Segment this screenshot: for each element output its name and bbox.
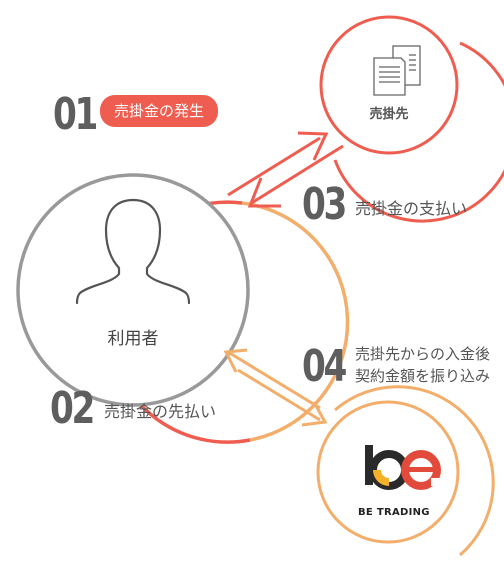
user-node-ring-orange bbox=[241, 201, 350, 442]
step-03-text: 売掛金の支払い bbox=[355, 199, 468, 218]
user-node-label: 利用者 bbox=[107, 329, 159, 349]
factor-node-ring-inner bbox=[316, 400, 460, 544]
arrow-from-seller bbox=[247, 144, 344, 208]
factor-node-ring-outer bbox=[334, 385, 495, 557]
be-logo-icon bbox=[365, 445, 441, 490]
step-04-text-line2: 契約金額を振り込み bbox=[355, 367, 491, 385]
document-stack-icon bbox=[373, 45, 421, 96]
step-02-number: 02 bbox=[50, 383, 95, 434]
arrow-to-factor bbox=[237, 368, 328, 427]
step-02-text: 売掛金の先払い bbox=[104, 402, 217, 421]
step-01-number: 01 bbox=[53, 89, 98, 140]
arrow-to-seller bbox=[227, 131, 329, 197]
arrow-from-factor bbox=[223, 348, 321, 410]
step-04-text-line1: 売掛先からの入金後 bbox=[355, 345, 491, 363]
seller-node-label: 売掛先 bbox=[369, 107, 409, 122]
person-icon bbox=[75, 198, 191, 305]
step-01-badge: 売掛金の発生 bbox=[100, 95, 219, 127]
seller-node-ring-outer bbox=[333, 41, 504, 223]
step-04-number: 04 bbox=[302, 341, 347, 392]
user-node-ring-inner bbox=[16, 173, 250, 407]
factor-node-label: BE TRADING bbox=[358, 507, 430, 518]
step-03-number: 03 bbox=[302, 179, 347, 230]
